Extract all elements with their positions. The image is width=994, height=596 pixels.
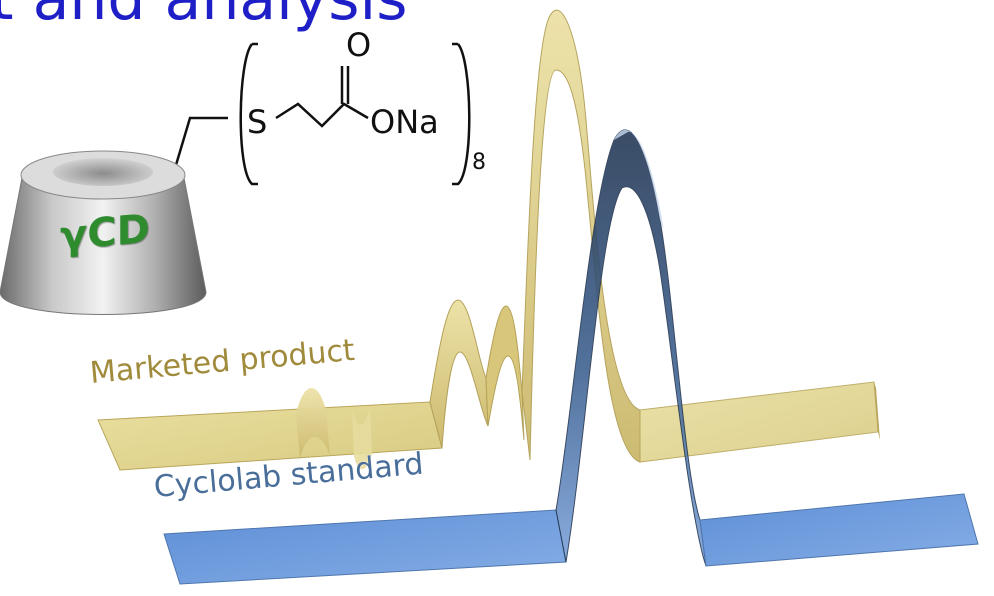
cyclodextrin-cup: [0, 150, 207, 315]
marketed-edge-right: [874, 382, 880, 440]
marketed-product-ribbon: [97, 9, 880, 471]
linker-bond: [174, 116, 228, 166]
cyclolab-standard-ribbon: [163, 129, 979, 585]
repeat-count-subscript: 8: [472, 150, 486, 175]
left-bracket: [239, 42, 258, 186]
marketed-small-dip: [352, 408, 372, 470]
molecule-structure: [174, 42, 471, 186]
marketed-small-bump: [296, 387, 330, 460]
marketed-base-right: [639, 381, 879, 463]
cyclolab-base-left: [163, 509, 567, 585]
slide-title: t and analysis: [0, 0, 407, 34]
carbonyl-oxygen-atom: O: [346, 26, 372, 64]
right-bracket: [452, 42, 471, 186]
cyclolab-base-right: [699, 493, 979, 567]
sodium-salt-group: ONa: [370, 103, 439, 141]
cup-label: γCD: [60, 206, 150, 260]
marketed-peak-2: [485, 305, 525, 441]
sulfur-atom: S: [247, 103, 268, 141]
cup-hole: [53, 158, 153, 186]
cyclolab-peak: [555, 129, 707, 567]
marketed-peak-1: [429, 299, 489, 449]
chain-bonds: [275, 102, 369, 128]
